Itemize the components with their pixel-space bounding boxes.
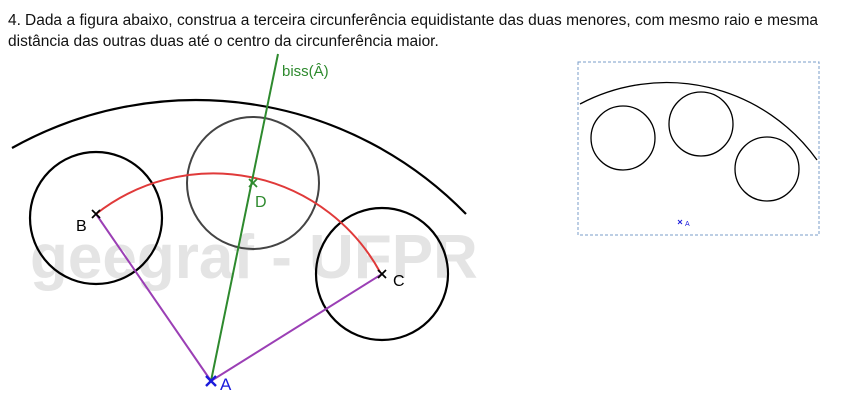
label-b: B [76,218,87,235]
point-a-marker [205,375,217,387]
label-a: A [220,375,232,394]
point-c-marker [377,269,387,279]
inset-figure: A [577,61,820,236]
point-b-marker [91,209,101,219]
inset-circle-left [590,105,656,171]
inset-circle-middle [668,91,734,157]
circle-b [28,150,164,286]
question-text: 4.Dada a figura abaixo, construa a terce… [8,10,818,52]
inset-label-a: A [685,221,690,228]
label-c: C [393,273,405,290]
label-d: D [255,194,267,211]
question-number: 4. [8,12,21,29]
inset-border [577,61,820,236]
watermark: geegraf - UFPR [30,223,478,292]
outer-circle-arc [11,98,467,215]
segment-ac [210,273,383,382]
circle-c [314,206,450,342]
inset-circle-right [734,136,800,202]
arc-bc [95,172,381,273]
label-bisector: biss(Â) [282,63,329,80]
point-d-marker [248,178,258,188]
inset-point-a-marker [677,219,683,225]
bisector-line [210,53,279,382]
segment-ab [95,213,212,382]
question-body: Dada a figura abaixo, construa a terceir… [8,12,818,50]
inset-outer-arc [579,81,818,161]
circle-d [186,116,320,250]
